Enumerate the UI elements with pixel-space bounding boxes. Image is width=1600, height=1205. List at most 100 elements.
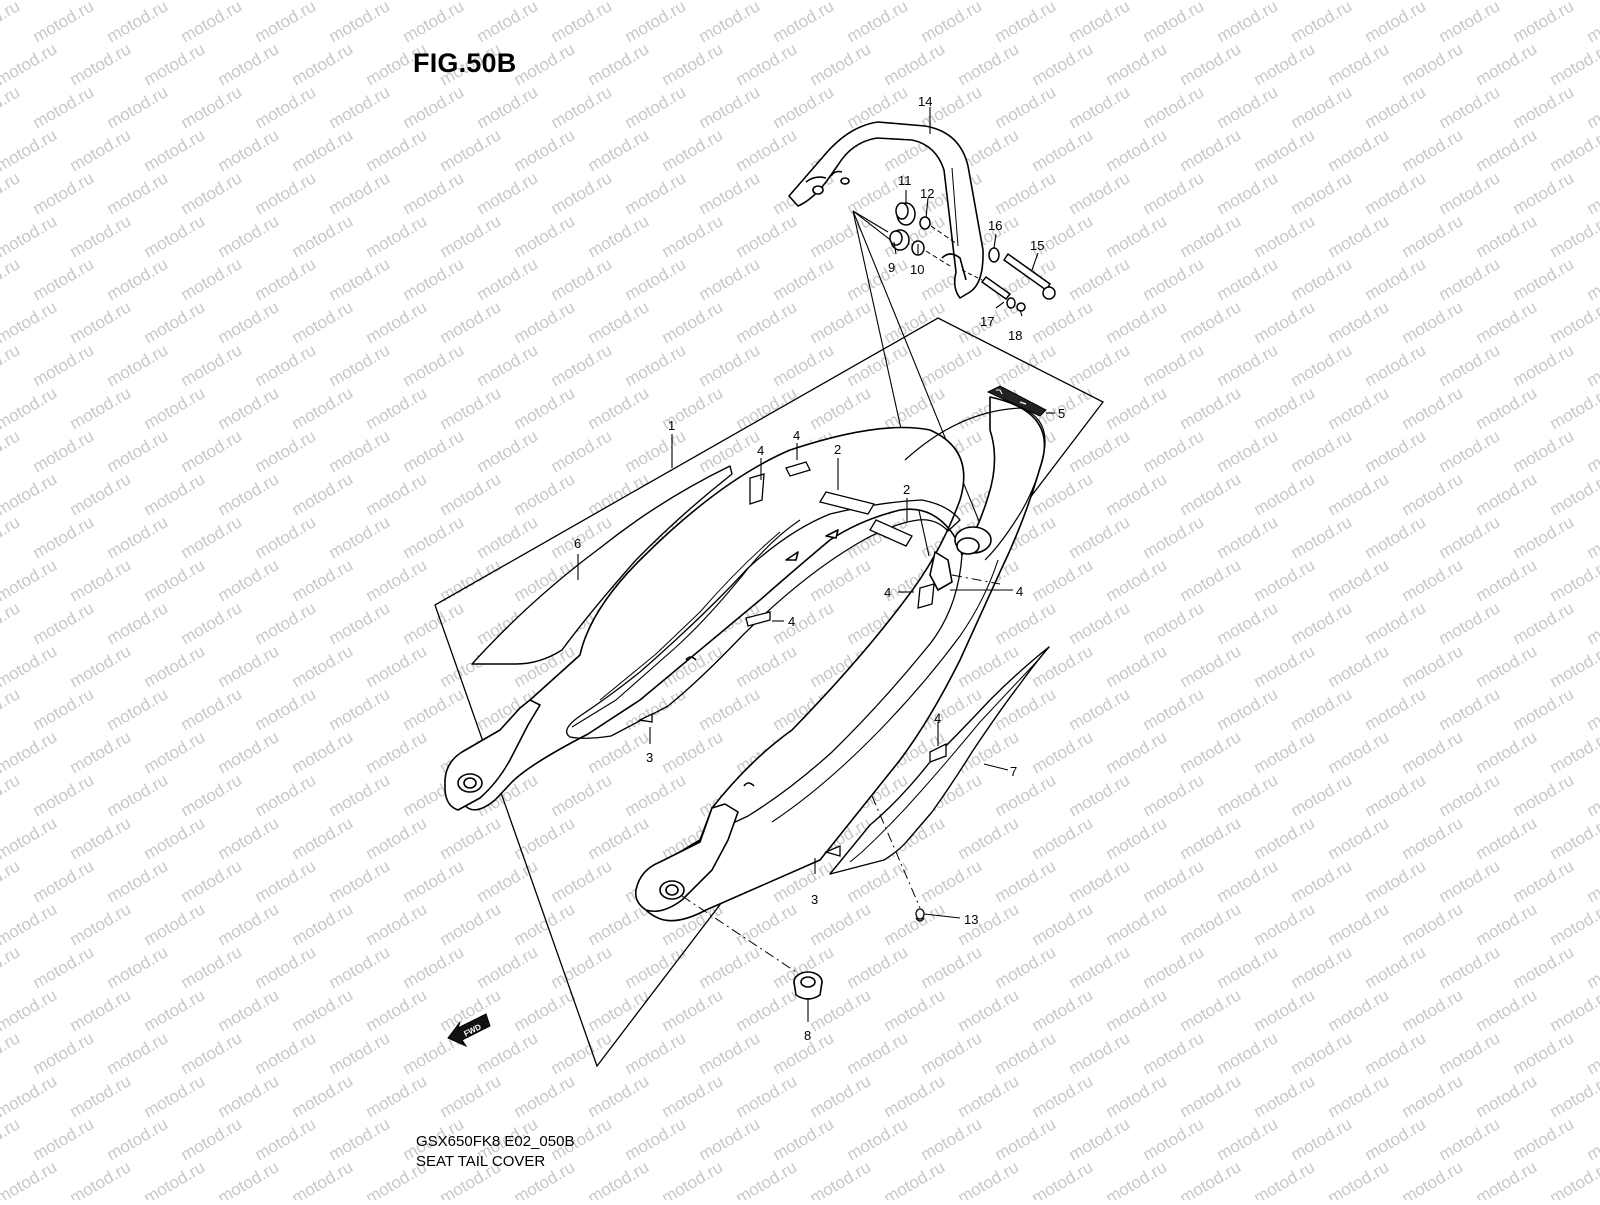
watermark-text: motod.ru [363, 899, 431, 949]
watermark-text: motod.ru [1066, 340, 1134, 390]
watermark-text: motod.ru [511, 1071, 579, 1121]
watermark-text: motod.ru [1140, 168, 1208, 218]
callout-18: 18 [1008, 328, 1022, 343]
watermark-text: motod.ru [585, 1157, 653, 1200]
watermark-text: motod.ru [622, 942, 690, 992]
watermark-text: motod.ru [474, 426, 542, 476]
watermark-text: motod.ru [474, 512, 542, 562]
watermark-text: motod.ru [696, 254, 764, 304]
watermark-text: motod.ru [289, 555, 357, 605]
watermark-text: motod.ru [1177, 39, 1245, 89]
watermark-text: motod.ru [0, 469, 60, 519]
watermark-text: motod.ru [1510, 340, 1578, 390]
watermark-text: motod.ru [1066, 942, 1134, 992]
watermark-text: motod.ru [548, 168, 616, 218]
watermark-text: motod.ru [733, 383, 801, 433]
watermark-text: motod.ru [363, 813, 431, 863]
watermark-text: motod.ru [104, 856, 172, 906]
watermark-text: motod.ru [1214, 512, 1282, 562]
watermark-text: motod.ru [1547, 383, 1600, 433]
watermark-text: motod.ru [1288, 684, 1356, 734]
watermark-text: motod.ru [474, 340, 542, 390]
watermark-text: motod.ru [1547, 899, 1600, 949]
watermark-text: motod.ru [252, 1114, 320, 1164]
watermark-text: motod.ru [1362, 598, 1430, 648]
watermark-text: motod.ru [1399, 383, 1467, 433]
watermark-text: motod.ru [0, 899, 60, 949]
watermark-text: motod.ru [1584, 770, 1600, 820]
watermark-text: motod.ru [474, 82, 542, 132]
watermark-text: motod.ru [0, 641, 60, 691]
watermark-text: motod.ru [807, 39, 875, 89]
watermark-text: motod.ru [1547, 125, 1600, 175]
watermark-text: motod.ru [1214, 82, 1282, 132]
watermark-text: motod.ru [1103, 641, 1171, 691]
watermark-text: motod.ru [622, 340, 690, 390]
callout-4f: 4 [934, 711, 941, 726]
watermark-text: motod.ru [844, 1028, 912, 1078]
watermark-text: motod.ru [437, 899, 505, 949]
watermark-text: motod.ru [0, 985, 60, 1035]
callout-11: 11 [898, 173, 912, 188]
watermark-text: motod.ru [104, 426, 172, 476]
watermark-text: motod.ru [659, 985, 727, 1035]
watermark-text: motod.ru [104, 512, 172, 562]
watermark-text: motod.ru [1103, 1157, 1171, 1200]
watermark-text: motod.ru [289, 1157, 357, 1200]
watermark-text: motod.ru [548, 942, 616, 992]
watermark-text: motod.ru [1251, 469, 1319, 519]
watermark-text: motod.ru [881, 1157, 949, 1200]
watermark-text: motod.ru [1399, 125, 1467, 175]
watermark-text: motod.ru [289, 383, 357, 433]
callout-4c: 4 [884, 585, 891, 600]
watermark-text: motod.ru [1547, 727, 1600, 777]
watermark-text: motod.ru [1140, 684, 1208, 734]
watermark-text: motod.ru [1029, 125, 1097, 175]
watermark-text: motod.ru [918, 856, 986, 906]
watermark-text: motod.ru [1066, 1114, 1134, 1164]
watermark-text: motod.ru [1288, 1028, 1356, 1078]
watermark-text: motod.ru [659, 727, 727, 777]
watermark-text: motod.ru [696, 684, 764, 734]
watermark-text: motod.ru [1251, 641, 1319, 691]
watermark-text: motod.ru [30, 770, 98, 820]
watermark-text: motod.ru [289, 1071, 357, 1121]
watermark-text: motod.ru [1251, 899, 1319, 949]
watermark-text: motod.ru [1214, 598, 1282, 648]
watermark-text: motod.ru [770, 598, 838, 648]
watermark-text: motod.ru [1584, 426, 1600, 476]
watermark-text: motod.ru [67, 1071, 135, 1121]
watermark-text: motod.ru [178, 0, 246, 46]
watermark-text: motod.ru [0, 942, 23, 992]
watermark-text: motod.ru [1547, 39, 1600, 89]
watermark-text: motod.ru [992, 856, 1060, 906]
watermark-text: motod.ru [178, 426, 246, 476]
watermark-text: motod.ru [0, 856, 23, 906]
watermark-text: motod.ru [1251, 985, 1319, 1035]
watermark-text: motod.ru [622, 770, 690, 820]
watermark-text: motod.ru [326, 512, 394, 562]
watermark-text: motod.ru [104, 0, 172, 46]
watermark-text: motod.ru [1362, 168, 1430, 218]
watermark-text: motod.ru [1177, 469, 1245, 519]
watermark-text: motod.ru [1103, 211, 1171, 261]
watermark-text: motod.ru [585, 383, 653, 433]
watermark-text: motod.ru [1066, 426, 1134, 476]
watermark-text: motod.ru [1214, 340, 1282, 390]
watermark-text: motod.ru [1362, 856, 1430, 906]
watermark-text: motod.ru [1584, 942, 1600, 992]
watermark-text: motod.ru [141, 985, 209, 1035]
watermark-text: motod.ru [1399, 727, 1467, 777]
watermark-text: motod.ru [474, 0, 542, 46]
watermark-text: motod.ru [1510, 168, 1578, 218]
watermark-text: motod.ru [1288, 168, 1356, 218]
watermark-text: motod.ru [844, 0, 912, 46]
watermark-text: motod.ru [844, 1114, 912, 1164]
watermark-text: motod.ru [881, 1071, 949, 1121]
watermark-text: motod.ru [659, 211, 727, 261]
watermark-text: motod.ru [178, 770, 246, 820]
watermark-text: motod.ru [289, 297, 357, 347]
watermark-text: motod.ru [1103, 1071, 1171, 1121]
